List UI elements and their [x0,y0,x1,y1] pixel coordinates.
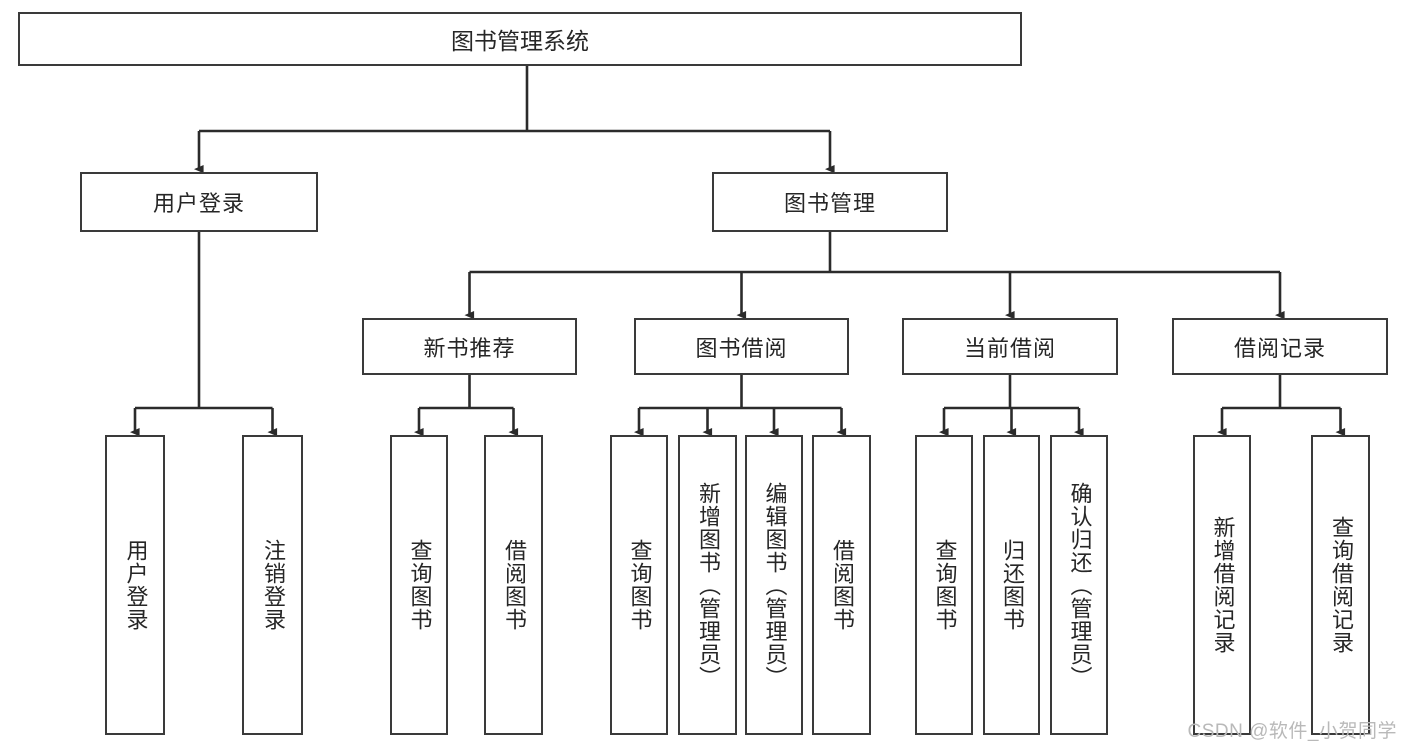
node-leaf-query-book-1-label: 查询图书 [407,539,433,631]
node-leaf-return-book-label: 归还图书 [999,539,1025,631]
node-borrow-record[interactable]: 借阅记录 [1172,318,1388,375]
node-leaf-add-record[interactable]: 新增借阅记录 [1193,435,1251,735]
node-leaf-user-login-label: 用户登录 [123,539,149,631]
node-leaf-borrow-book-1[interactable]: 借阅图书 [484,435,543,735]
node-leaf-query-record-label: 查询借阅记录 [1328,516,1354,654]
node-leaf-query-book-3[interactable]: 查询图书 [915,435,973,735]
node-leaf-confirm-return-label: 确认归还（管理员） [1067,481,1093,689]
node-leaf-borrow-book-2-label: 借阅图书 [829,539,855,631]
node-leaf-query-book-1[interactable]: 查询图书 [390,435,448,735]
node-user-login-label: 用户登录 [152,191,245,216]
node-borrow-record-label: 借阅记录 [1233,335,1326,361]
node-leaf-user-login[interactable]: 用户登录 [105,435,165,735]
node-leaf-query-book-2[interactable]: 查询图书 [610,435,668,735]
node-leaf-query-book-2-label: 查询图书 [627,539,653,631]
node-book-manage-label: 图书管理 [783,191,876,216]
node-leaf-query-record[interactable]: 查询借阅记录 [1311,435,1370,735]
node-leaf-query-book-3-label: 查询图书 [932,539,958,631]
node-leaf-borrow-book-2[interactable]: 借阅图书 [812,435,871,735]
node-leaf-borrow-book-1-label: 借阅图书 [501,539,527,631]
node-new-book-rec-label: 新书推荐 [423,335,516,361]
node-leaf-edit-book-label: 编辑图书（管理员） [762,481,788,689]
node-user-login[interactable]: 用户登录 [80,172,318,232]
node-leaf-add-book-label: 新增图书（管理员） [695,481,721,689]
node-book-borrow[interactable]: 图书借阅 [634,318,849,375]
node-book-borrow-label: 图书借阅 [695,335,788,361]
node-leaf-add-record-label: 新增借阅记录 [1210,516,1236,654]
node-current-borrow[interactable]: 当前借阅 [902,318,1118,375]
node-root[interactable]: 图书管理系统 [18,12,1022,66]
node-root-label: 图书管理系统 [451,28,589,54]
node-leaf-logout-label: 注销登录 [260,539,286,631]
node-leaf-edit-book[interactable]: 编辑图书（管理员） [745,435,803,735]
node-book-manage[interactable]: 图书管理 [712,172,948,232]
node-leaf-return-book[interactable]: 归还图书 [983,435,1040,735]
node-leaf-add-book[interactable]: 新增图书（管理员） [678,435,737,735]
node-new-book-rec[interactable]: 新书推荐 [362,318,577,375]
node-leaf-logout[interactable]: 注销登录 [242,435,303,735]
node-leaf-confirm-return[interactable]: 确认归还（管理员） [1050,435,1108,735]
node-current-borrow-label: 当前借阅 [963,335,1056,361]
